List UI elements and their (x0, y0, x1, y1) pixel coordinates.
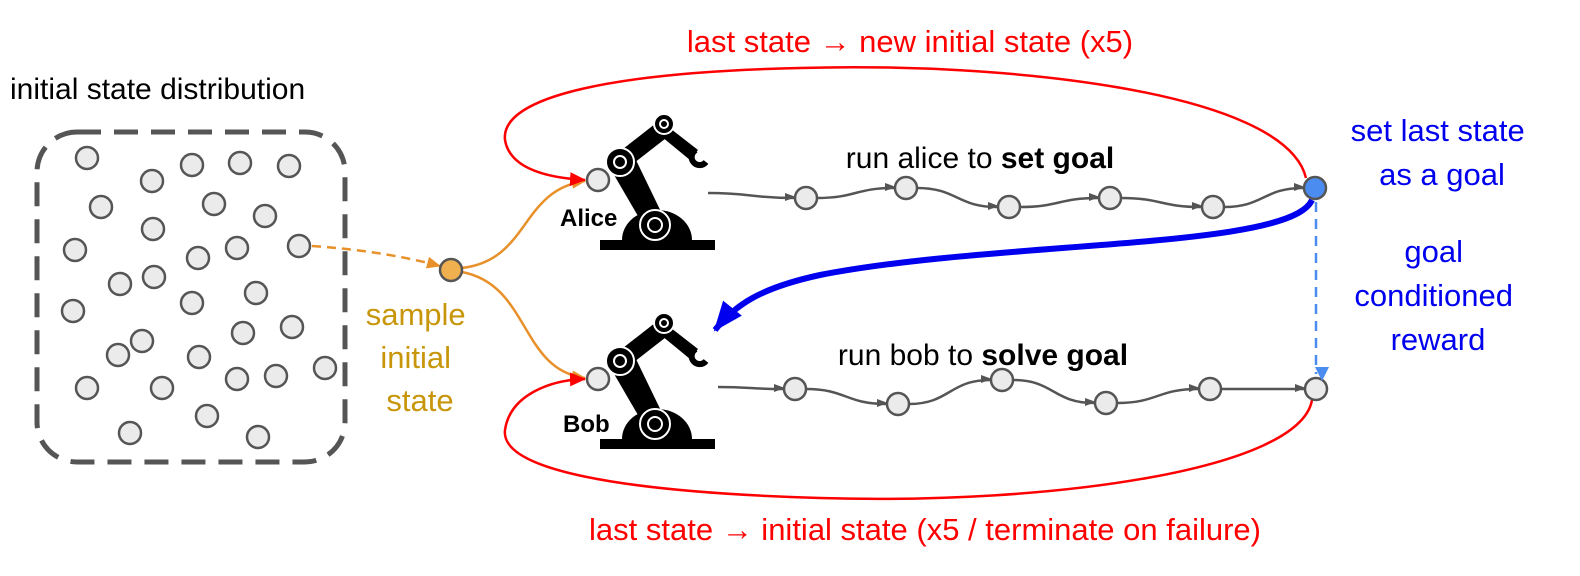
state-node (1197, 376, 1223, 402)
state-node (179, 152, 205, 178)
distribution-title: initial state distribution (10, 73, 305, 106)
state-node (782, 376, 808, 402)
state-node (243, 280, 269, 306)
bob-robot-icon (600, 313, 715, 449)
state-node (105, 342, 131, 368)
state-node (186, 344, 212, 370)
transition-arrow (805, 387, 886, 404)
to-bob-arrow (461, 270, 586, 383)
transition-arrow (1012, 378, 1094, 403)
state-node (1093, 390, 1119, 416)
state-node (227, 150, 253, 176)
transition-arrow (1019, 198, 1098, 209)
state-node (252, 203, 278, 229)
bob-initial-state-node (585, 366, 611, 392)
alice-task-label: run alice to set goal (846, 142, 1114, 175)
sample-label: sample initial state (366, 297, 475, 418)
bob-label: Bob (563, 411, 610, 438)
state-node (989, 367, 1015, 393)
state-node (60, 298, 86, 324)
state-node (74, 375, 100, 401)
transition-arrow (1116, 389, 1198, 405)
state-node (286, 233, 312, 259)
state-node (141, 264, 167, 290)
state-node (893, 175, 919, 201)
distribution-box (34, 129, 348, 465)
alice-label: Alice (560, 205, 617, 232)
state-node (312, 355, 338, 381)
transition-arrow (916, 186, 997, 207)
state-samples (60, 145, 338, 450)
state-node (149, 375, 175, 401)
state-node (117, 420, 143, 446)
to-alice-arrow (461, 176, 586, 270)
alice-trajectory (585, 167, 1328, 220)
bottom-loop-arrow (503, 372, 1314, 501)
transition-arrow (1223, 188, 1303, 209)
bottom-loop-label: last state → initial state (x5 / termina… (589, 512, 1261, 547)
bob-trajectory (585, 366, 1329, 417)
state-node (276, 153, 302, 179)
state-node (224, 235, 250, 261)
bob-task-label: run bob to solve goal (838, 339, 1128, 372)
state-node (230, 320, 256, 346)
transition-arrow (908, 380, 990, 406)
state-node (88, 194, 114, 220)
state-node (140, 216, 166, 242)
top-loop-arrow (503, 65, 1308, 187)
state-node (107, 271, 133, 297)
state-node (129, 328, 155, 354)
final-state-node (1302, 175, 1328, 201)
state-node (1097, 185, 1123, 211)
state-node (279, 314, 305, 340)
transition-arrow (717, 387, 783, 389)
state-node (245, 424, 271, 450)
final-state-node (1303, 376, 1329, 402)
transition-arrow (816, 188, 894, 200)
goal-transfer-arrow (712, 198, 1315, 332)
state-node (793, 185, 819, 211)
transition-arrow (707, 191, 794, 198)
alice-initial-state-node (585, 167, 611, 193)
state-node (263, 363, 289, 389)
state-node (74, 145, 100, 171)
state-node (185, 245, 211, 271)
sampled-state-node (438, 257, 464, 283)
set-goal-label: set last state as a goal (1351, 113, 1534, 192)
reward-label: goal conditioned reward (1354, 234, 1521, 357)
state-node (1200, 194, 1226, 220)
state-node (194, 403, 220, 429)
transition-arrow (1120, 196, 1201, 207)
state-node (201, 191, 227, 217)
top-loop-label: last state → new initial state (x5) (687, 24, 1133, 59)
state-node (996, 194, 1022, 220)
state-node (224, 366, 250, 392)
sample-arrow (311, 244, 441, 269)
state-node (139, 168, 165, 194)
state-node (885, 391, 911, 417)
state-node (179, 290, 205, 316)
state-node (62, 237, 88, 263)
